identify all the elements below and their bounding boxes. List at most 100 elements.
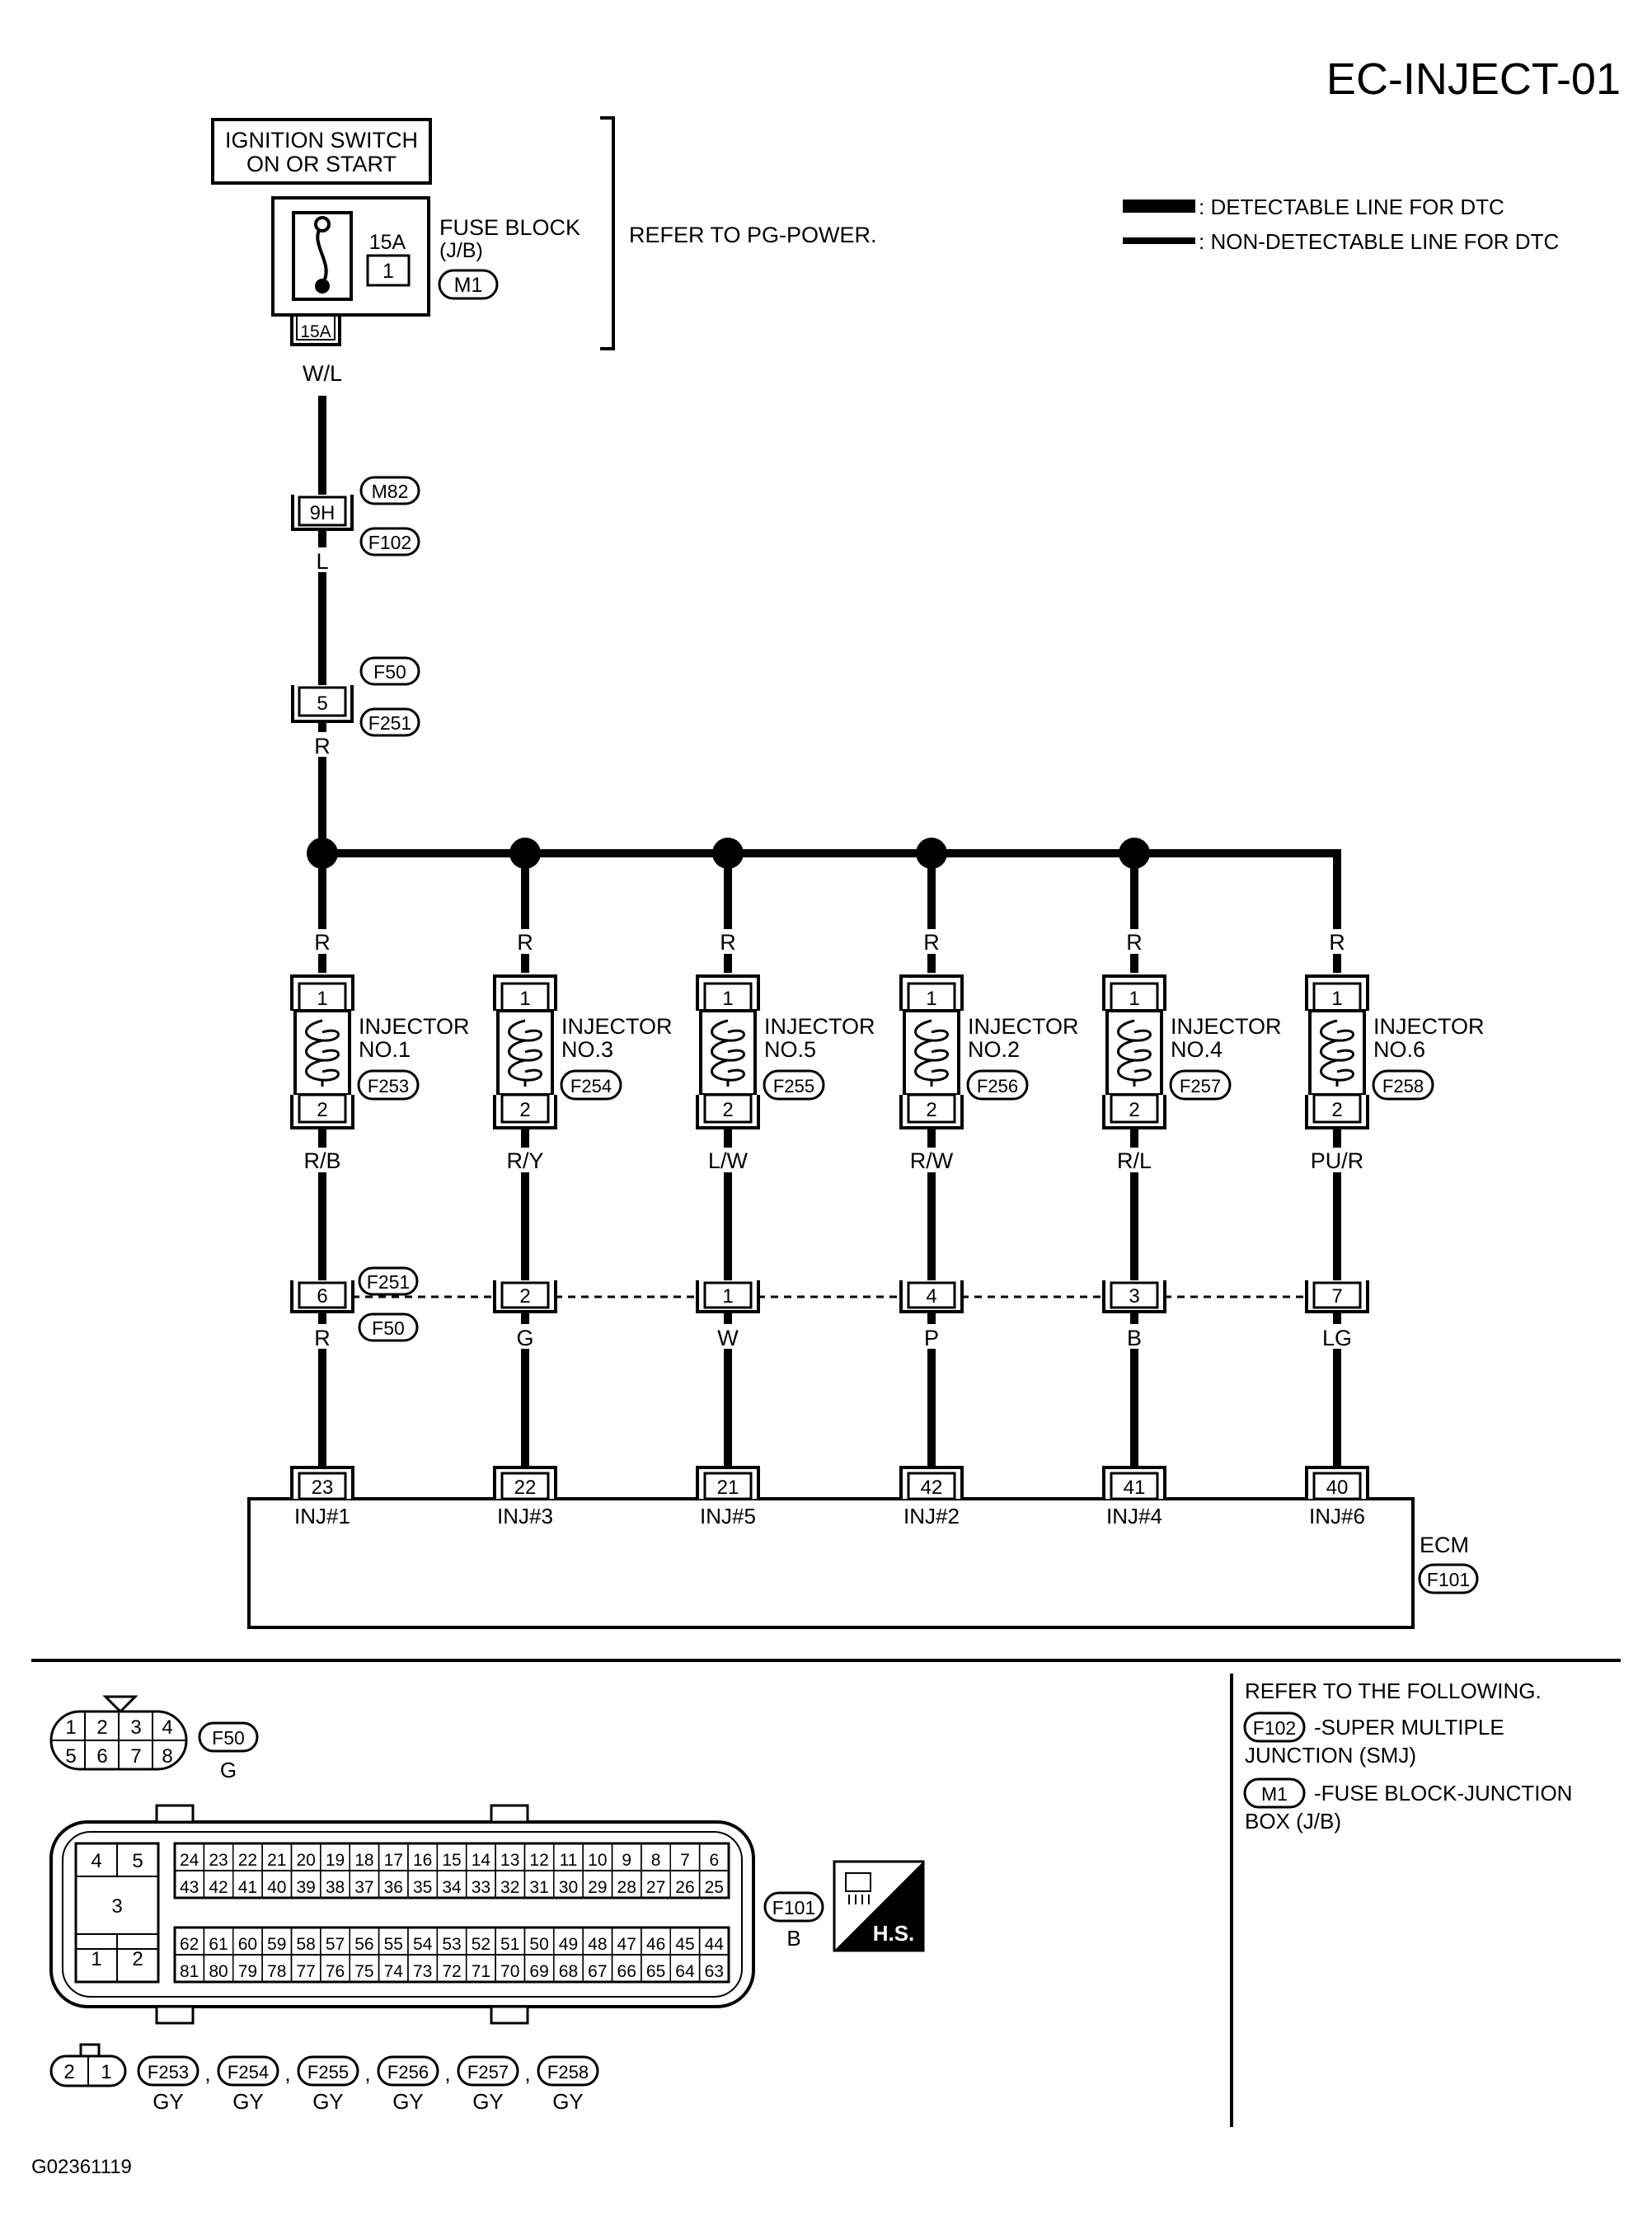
fuse-rating: 15A [369, 231, 406, 254]
injector-connector-color: GY [472, 2089, 504, 2114]
injector-connector-list: F253GY,F254GY,F255GY,F256GY,F257GY,F258G… [137, 2055, 599, 2114]
smj-conn-top: M82 [372, 481, 409, 502]
junction-terminal: 3 [1129, 1285, 1139, 1308]
injector-label: INJECTOR [561, 1014, 673, 1039]
fuse-block: 15A 1 FUSE BLOCK (J/B) M1 15A [271, 196, 580, 346]
f101-pin-4: 4 [91, 1850, 101, 1872]
injector-pin-bottom: 2 [1331, 1099, 1342, 1121]
ecm-box [247, 1497, 1415, 1629]
injector-label: INJECTOR [1373, 1014, 1485, 1039]
f101-pin: 70 [500, 1962, 519, 1981]
refer-item-2-line2: BOX (J/B) [1245, 1809, 1341, 1834]
ecm-terminal: 40 [1326, 1477, 1349, 1499]
refer-item-1-line2: JUNCTION (SMJ) [1245, 1743, 1416, 1768]
wire-after-label: P [924, 1326, 939, 1350]
f101-pin: 30 [559, 1878, 578, 1897]
f101-pin: 68 [559, 1962, 578, 1981]
injector-label: INJECTOR [1171, 1014, 1282, 1039]
ecm-name: ECM [1420, 1533, 1469, 1557]
legend-detectable-text: : DETECTABLE LINE FOR DTC [1199, 195, 1504, 219]
f101-pin: 12 [529, 1851, 548, 1870]
fuse-block-name-2: (J/B) [439, 239, 483, 262]
f101-pin: 73 [413, 1962, 432, 1981]
refer-bracket [600, 116, 615, 350]
injector-connector-code: F258 [547, 2062, 589, 2082]
f101-pin: 15 [442, 1851, 461, 1870]
ecm-terminal-label: INJ#2 [903, 1504, 960, 1528]
page-code: EC-INJECT-01 [1326, 54, 1621, 104]
wire-in-label: R [1329, 930, 1345, 955]
f101-pin: 76 [326, 1962, 345, 1981]
splice-dot [712, 838, 744, 869]
f101-pin: 54 [413, 1935, 433, 1954]
wire-in-label: R [517, 930, 533, 955]
injector-coil-icon [711, 1019, 745, 1087]
f101-pin: 6 [709, 1851, 719, 1870]
f101-pin: 81 [180, 1962, 199, 1981]
wire-in-label: R [314, 930, 331, 955]
f50-conn: F50 [212, 1727, 245, 1749]
injector-number: NO.1 [359, 1037, 411, 1062]
wire-in-label: R [1126, 930, 1143, 955]
injector-connector: F257 [1180, 1076, 1221, 1096]
injector-pin-bottom: 2 [317, 1099, 327, 1121]
wire-after-label: B [1127, 1326, 1142, 1350]
static-layer: EC-INJECT-01 : DETECTABLE LINE FOR DTC :… [31, 54, 1621, 2178]
ecm-terminal: 42 [921, 1477, 943, 1499]
injector-pin-top: 1 [1331, 988, 1342, 1010]
f50-pin-1: 1 [65, 1716, 76, 1739]
f101-pin: 78 [267, 1962, 286, 1981]
fuse-number: 1 [382, 260, 394, 283]
fuse-block-name-1: FUSE BLOCK [439, 215, 580, 240]
injector-coil-icon [914, 1019, 949, 1087]
f101-pin: 23 [209, 1851, 228, 1870]
injector-connector-code: F253 [148, 2062, 189, 2082]
f101-pin: 20 [296, 1851, 315, 1870]
injector-pin-top: 1 [722, 988, 733, 1010]
f101-pin: 16 [413, 1851, 432, 1870]
injector-pin-bottom: 2 [1129, 1099, 1139, 1121]
injector-connector-color: GY [552, 2089, 584, 2114]
f101-pin: 51 [500, 1935, 519, 1954]
ignition-switch: IGNITION SWITCH ON OR START [211, 118, 432, 185]
ecm-terminal-label: INJ#4 [1106, 1504, 1162, 1528]
injector-coil-icon [1117, 1019, 1152, 1087]
f101-pin: 24 [180, 1851, 199, 1870]
injector-pin-top: 1 [519, 988, 530, 1010]
injector-connector-face: 2 1 F253GY,F254GY,F255GY,F256GY,F257GY,F… [49, 2043, 599, 2114]
f101-pin: 36 [384, 1878, 403, 1897]
comma: , [524, 2061, 530, 2086]
injector-pin-top: 1 [926, 988, 936, 1010]
injector-pin-top: 1 [1129, 988, 1139, 1010]
comma: , [364, 2061, 370, 2086]
injector-connector-color: GY [232, 2089, 264, 2114]
hs-icon: H.S. [833, 1860, 925, 1952]
f101-pin: 14 [472, 1851, 491, 1870]
inj-face-pin-1: 1 [101, 2061, 111, 2083]
refer-item-1-conn: F102 [1253, 1717, 1296, 1739]
f101-pin: 60 [238, 1935, 257, 1954]
f101-pin: 31 [529, 1878, 548, 1897]
splice-dot [916, 838, 947, 869]
f101-pin: 11 [560, 1851, 578, 1870]
f50-junction-conn-top: F50 [373, 661, 406, 683]
fuse-top-terminal-icon [314, 216, 331, 232]
f101-pin: 63 [705, 1962, 724, 1981]
injector-label: INJECTOR [359, 1014, 470, 1039]
legend: : DETECTABLE LINE FOR DTC : NON-DETECTAB… [1123, 195, 1559, 254]
f50-pin-5: 5 [65, 1745, 76, 1768]
f101-pin: 38 [326, 1878, 345, 1897]
f101-pin: 75 [354, 1962, 373, 1981]
lower-junction-conn-bottom: F50 [372, 1317, 405, 1339]
f101-pin: 62 [180, 1935, 199, 1954]
wire-after-label: LG [1322, 1326, 1352, 1350]
f101-pin: 58 [296, 1935, 315, 1954]
f101-conn: F101 [772, 1897, 815, 1918]
f50-pin-7: 7 [130, 1745, 141, 1768]
smj-junction: 9H M82 F102 L [291, 476, 420, 574]
